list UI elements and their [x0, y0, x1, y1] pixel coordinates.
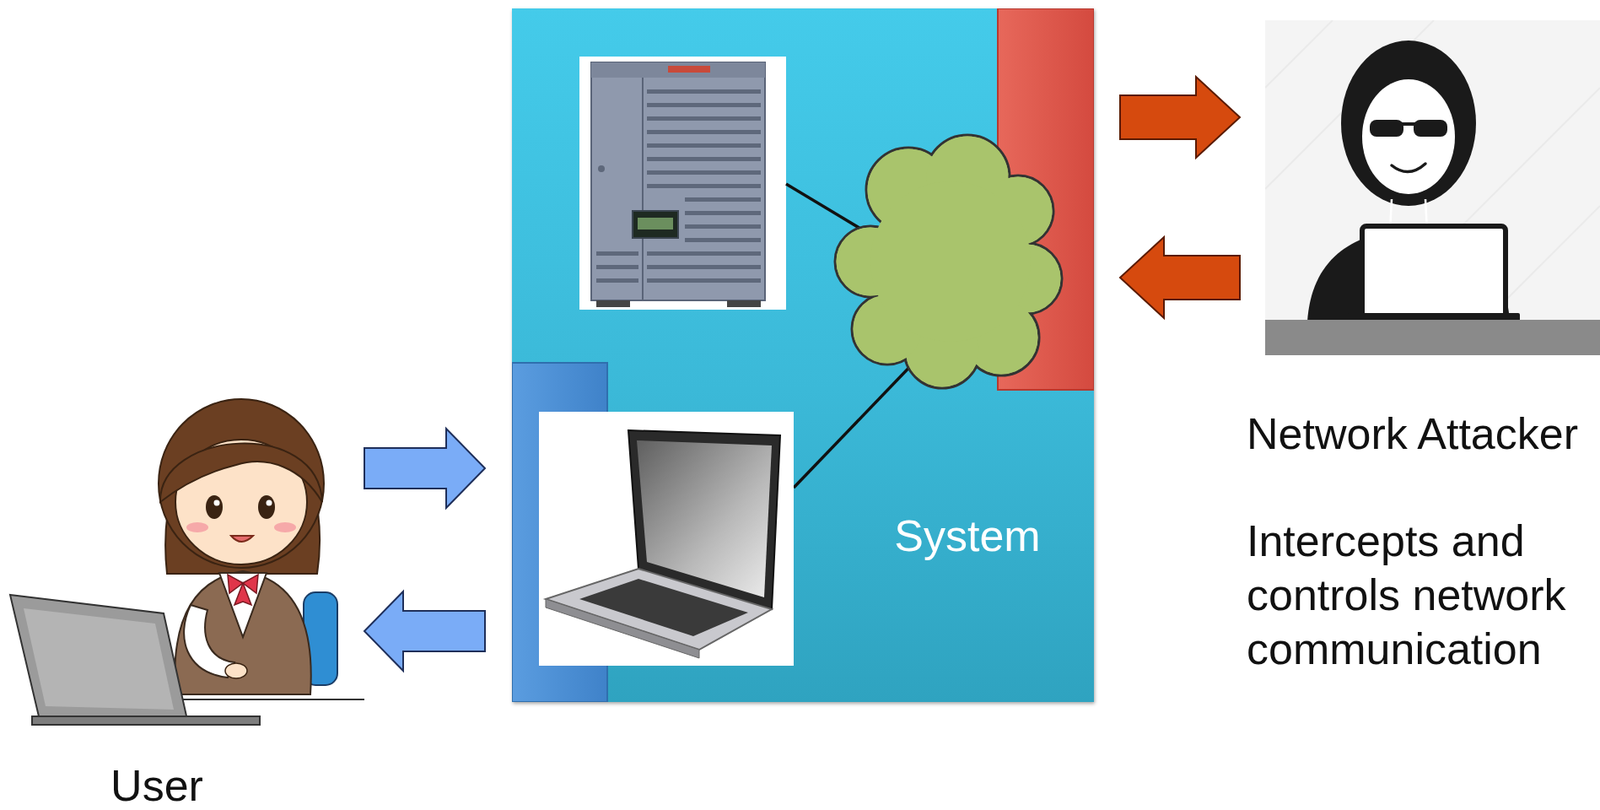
- woman-figure: [234, 582, 252, 605]
- desk: [1265, 319, 1600, 356]
- network-cloud: [870, 181, 1031, 342]
- server-picture: [597, 165, 605, 173]
- woman-figure: [186, 522, 209, 533]
- hacker-figure: [1391, 163, 1426, 173]
- server-picture: [596, 89, 761, 283]
- block-arrow: [364, 428, 485, 508]
- server-picture: [684, 197, 761, 202]
- server-picture: [684, 224, 761, 229]
- server-picture: [579, 56, 787, 310]
- laptop-picture: [538, 411, 794, 666]
- server-picture: [637, 217, 674, 230]
- block-arrow: [1120, 237, 1240, 318]
- woman-figure: [214, 500, 221, 507]
- node-label: User: [6, 763, 308, 808]
- woman-figure: [231, 535, 254, 542]
- block-arrow: [364, 591, 485, 671]
- user-laptop: [10, 594, 188, 720]
- woman-figure: [219, 572, 267, 637]
- server-picture: [646, 143, 761, 148]
- server-picture: [646, 116, 761, 121]
- desk: [175, 698, 365, 701]
- photo-pattern: [1265, 20, 1333, 88]
- photo-pattern: [1265, 20, 1600, 322]
- laptop-picture: [538, 411, 794, 666]
- photo-ground: [1265, 20, 1600, 322]
- woman-figure: [225, 662, 248, 679]
- network-cloud: [835, 134, 1062, 388]
- node-label: System: [883, 513, 1052, 558]
- laptop-picture: [545, 598, 700, 658]
- network-wire: [786, 183, 862, 230]
- woman-figure: [174, 571, 311, 695]
- server-picture: [646, 183, 761, 189]
- server-picture: [632, 210, 679, 238]
- woman-figure: [266, 500, 273, 507]
- server-picture: [646, 129, 761, 135]
- block-arrow: [1120, 76, 1240, 158]
- server-picture: [646, 89, 761, 94]
- server-picture: [668, 65, 711, 73]
- attacker-figure: Network AttackerIntercepts and controls …: [1246, 20, 1600, 678]
- server-picture: [579, 56, 787, 310]
- hacker-figure: [1341, 40, 1477, 206]
- woman-figure: [205, 495, 223, 519]
- hacker-figure: [1413, 119, 1448, 137]
- attacker-illustration: [1265, 20, 1600, 356]
- user-figure: User: [6, 383, 361, 809]
- server-picture: [596, 278, 639, 283]
- system-box: System: [511, 8, 1094, 702]
- server-picture: [646, 278, 761, 283]
- woman-figure: [160, 443, 323, 502]
- system-illustration: [511, 8, 1094, 702]
- network-cloud: [835, 134, 1062, 388]
- node-label: Network Attacker: [1246, 406, 1593, 461]
- server-picture: [591, 62, 765, 78]
- network-wire: [793, 357, 919, 488]
- hacker-figure: [1362, 79, 1455, 194]
- server-picture: [596, 300, 631, 308]
- hacker-figure: [1369, 119, 1404, 137]
- hacker-laptop: [1362, 226, 1506, 318]
- server-picture: [646, 102, 761, 108]
- server-picture: [646, 170, 761, 175]
- node-description: Intercepts and controls network communic…: [1246, 513, 1593, 676]
- woman-figure: [158, 398, 324, 695]
- woman-figure: [158, 398, 324, 568]
- user-laptop: [32, 716, 260, 725]
- server-picture: [596, 264, 639, 270]
- server-picture: [646, 251, 761, 256]
- user-illustration: [6, 383, 370, 732]
- server-picture: [646, 156, 761, 162]
- woman-figure: [274, 522, 297, 533]
- server-picture: [684, 210, 761, 216]
- server-picture: [684, 237, 761, 243]
- server-picture: [641, 77, 644, 301]
- network-cloud: [836, 136, 1062, 388]
- server-picture: [591, 62, 765, 301]
- server-picture: [646, 264, 761, 270]
- server-picture: [727, 300, 761, 308]
- hacker-figure: [1400, 122, 1417, 126]
- server-picture: [596, 251, 639, 256]
- woman-figure: [258, 495, 275, 519]
- hacker-figure: [1307, 40, 1510, 322]
- user-laptop: [23, 608, 174, 710]
- user-laptop: [10, 594, 260, 725]
- laptop-picture: [579, 578, 749, 636]
- hacker-laptop: [1347, 226, 1520, 322]
